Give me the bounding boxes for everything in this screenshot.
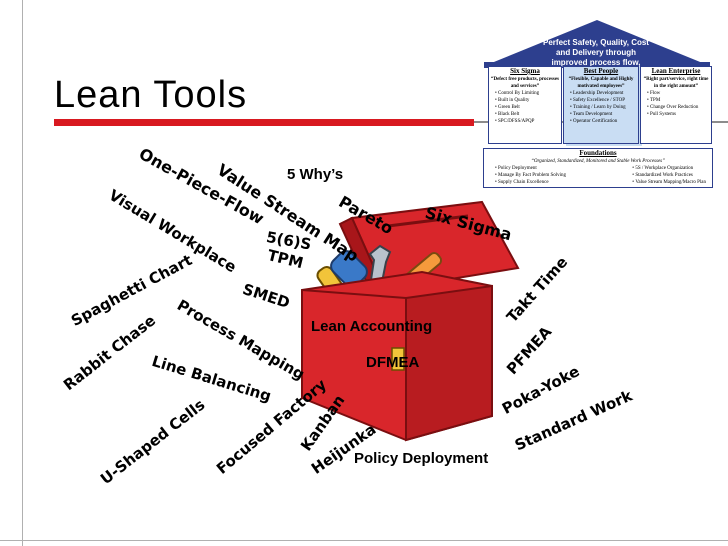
pillar-heading: Six Sigma bbox=[510, 67, 540, 75]
foundation-item: Standardized Work Practices bbox=[635, 172, 706, 179]
tool-policy-deployment: Policy Deployment bbox=[354, 450, 489, 467]
pillar-item: Training / Learn by Doing bbox=[573, 104, 638, 111]
pillar-item: Built in Quality bbox=[498, 97, 561, 104]
foundation-item: Policy Deployment bbox=[498, 165, 566, 172]
foundation-heading: Foundations bbox=[579, 149, 617, 157]
pillar-intro: “Defect free products, processes and ser… bbox=[490, 77, 560, 89]
pillar-item: Leadership Development bbox=[573, 90, 638, 97]
foundation-item: Manage By Fact Problem Solving bbox=[498, 172, 566, 179]
foundation-item: Value Stream Mapping/Macro Plan bbox=[635, 179, 706, 186]
tool-dfmea: DFMEA bbox=[366, 354, 420, 371]
pillar-intro: “Right part/service, right time in the r… bbox=[643, 77, 709, 89]
toolbox-illustration bbox=[301, 200, 520, 442]
tool-u-shaped-cells: U-Shaped Cells bbox=[97, 395, 209, 489]
pillar-item: Flow bbox=[650, 90, 711, 97]
pillar-item: SPC/DFSS/APQP bbox=[498, 118, 561, 125]
pillar-lean-enterprise: Lean Enterprise “Right part/service, rig… bbox=[640, 66, 712, 144]
tool-spaghetti-chart: Spaghetti Chart bbox=[68, 250, 196, 330]
pillar-item: Safety Excellence / STOP bbox=[573, 97, 638, 104]
pillar-item: Black Belt bbox=[498, 111, 561, 118]
left-margin-line bbox=[22, 0, 23, 546]
house-roof-base bbox=[484, 62, 710, 68]
pillar-heading: Best People bbox=[583, 67, 619, 75]
pillar-best-people: Best People “Flexible, Capable and Highl… bbox=[563, 66, 639, 144]
pillar-item: Pull Systems bbox=[650, 111, 711, 118]
latch-icon bbox=[391, 347, 405, 371]
foundation-subtitle: “Organized, Standardized, Monitored and … bbox=[531, 159, 665, 164]
tool-lean-accounting: Lean Accounting bbox=[311, 318, 433, 335]
pillar-item: Change Over Reduction bbox=[650, 104, 711, 111]
house-foundation: Foundations “Organized, Standardized, Mo… bbox=[483, 148, 713, 188]
pillar-item: Green Belt bbox=[498, 104, 561, 111]
foundation-item: Supply Chain Excellence bbox=[498, 179, 566, 186]
foundation-item: 5S / Workplace Organization bbox=[635, 165, 706, 172]
house-roof bbox=[484, 20, 710, 66]
tool-five-why: 5 Why’s bbox=[287, 166, 344, 183]
pillar-intro: “Flexible, Capable and Highly motivated … bbox=[568, 77, 634, 89]
title-underline bbox=[54, 119, 474, 126]
tool-smed: SMED bbox=[240, 280, 293, 313]
pillar-six-sigma: Six Sigma “Defect free products, process… bbox=[488, 66, 562, 144]
bottom-margin-line bbox=[0, 540, 728, 541]
pillar-item: Control By Limiting bbox=[498, 90, 561, 97]
pillar-item: Operator Certification bbox=[573, 118, 638, 125]
tool-line-balancing: Line Balancing bbox=[149, 352, 274, 406]
pillar-heading: Lean Enterprise bbox=[651, 67, 701, 75]
slide-title: Lean Tools bbox=[54, 74, 248, 116]
pillar-item: TPM bbox=[650, 97, 711, 104]
pillar-item: Team Development bbox=[573, 111, 638, 118]
